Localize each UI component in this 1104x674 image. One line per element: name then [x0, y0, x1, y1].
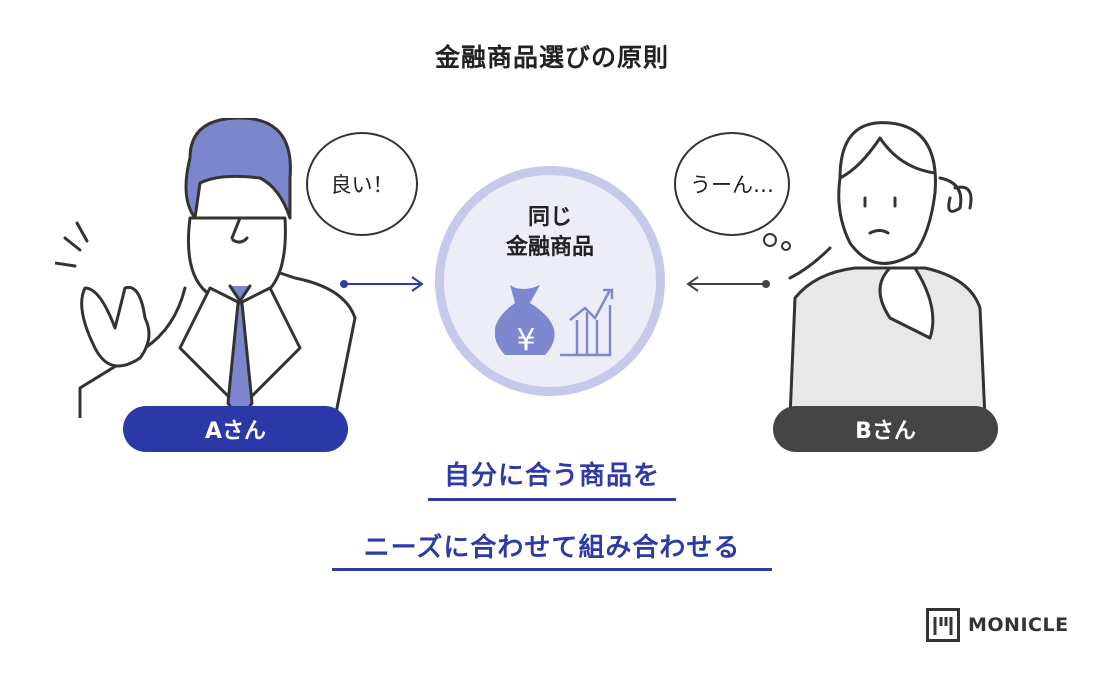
center-label: 同じ 金融商品 [435, 203, 665, 263]
arrow-left-icon [686, 276, 770, 292]
brand-name: MONICLE [968, 614, 1069, 636]
underline-2 [332, 568, 772, 571]
speech-b: うーん… [690, 173, 774, 197]
brand-logo: MONICLE [926, 608, 1069, 642]
monicle-logo-icon [926, 608, 960, 642]
person-a-illustration [55, 118, 357, 418]
speech-bubble-b: うーん… [674, 132, 790, 236]
underline-1 [428, 498, 676, 501]
thought-dots-icon [763, 233, 791, 251]
arrow-right-icon [340, 276, 424, 292]
person-b-illustration [788, 121, 987, 418]
message-line2: ニーズに合わせて組み合わせる [363, 533, 741, 563]
speech-bubble-a: 良い！ [306, 132, 418, 236]
speech-a: 良い！ [330, 173, 394, 197]
badge-person-a: Aさん [123, 406, 348, 452]
message-line1: 自分に合う商品を [443, 461, 660, 491]
center-line1: 同じ [527, 205, 572, 230]
svg-text:¥: ¥ [516, 323, 535, 358]
center-line2: 金融商品 [505, 235, 594, 260]
badge-person-b: Bさん [773, 406, 998, 452]
money-bag-chart-icon: ¥ [495, 285, 614, 358]
page-title: 金融商品選びの原則 [434, 43, 669, 72]
center-circle [435, 166, 665, 396]
